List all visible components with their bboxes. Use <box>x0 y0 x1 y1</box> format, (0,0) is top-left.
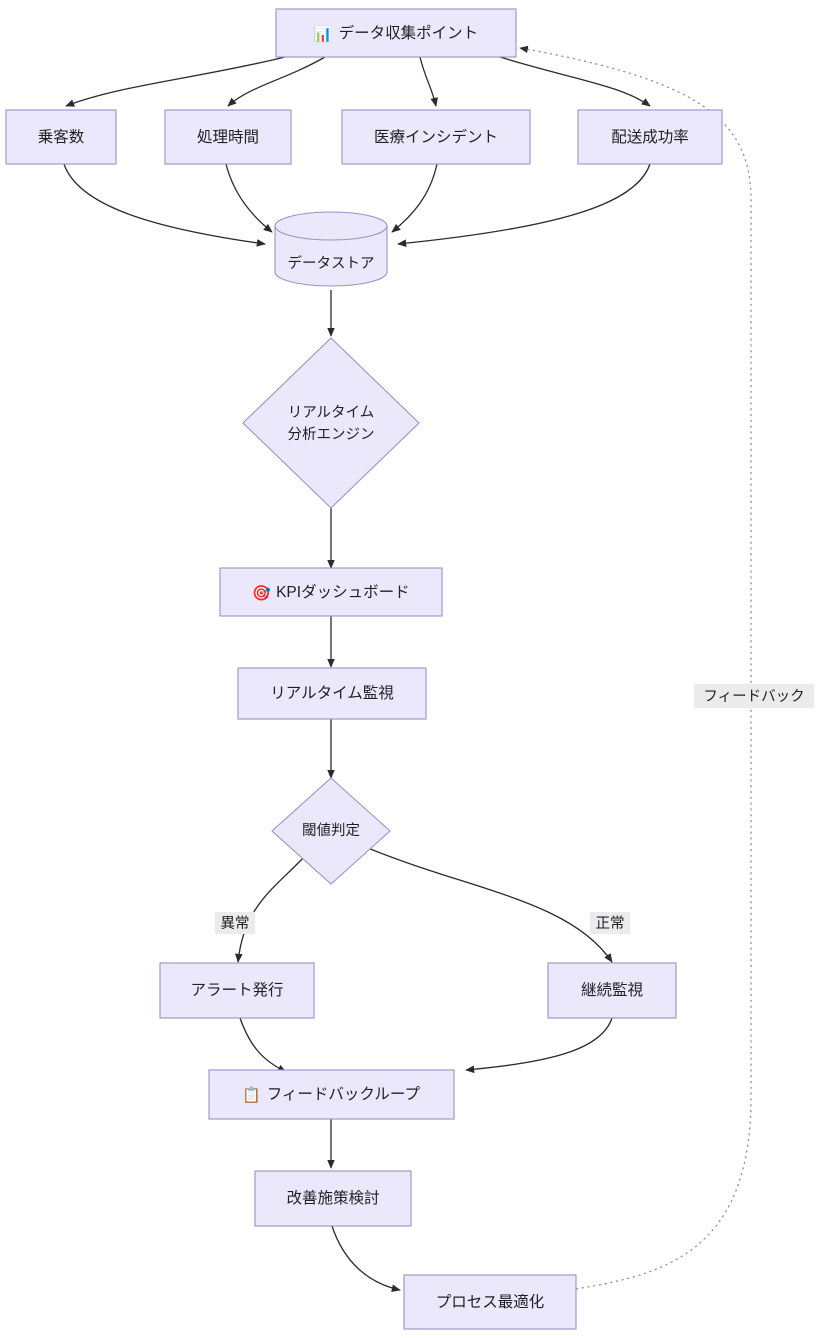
edge-passengers-to-datastore <box>63 163 266 247</box>
node-process-optimization-label: プロセス最適化 <box>436 1293 545 1311</box>
svg-text:🎯KPIダッシュボード: 🎯 KPIダッシュボード <box>252 583 409 601</box>
edge-medical-incident-to-datastore <box>391 163 438 233</box>
node-process-optimization[interactable]: プロセス最適化 <box>403 1274 577 1330</box>
node-continuous-monitoring[interactable]: 継続監視 <box>547 962 677 1019</box>
edge-collection-to-processing-time <box>227 56 326 107</box>
node-realtime-monitoring-label: リアルタイム監視 <box>270 684 394 702</box>
edge-processing-time-to-datastore <box>225 163 273 233</box>
node-continuous-monitoring-label: 継続監視 <box>581 981 644 999</box>
node-metric-passengers-label: 乗客数 <box>38 128 85 146</box>
dart-target-icon: 🎯 <box>252 584 271 602</box>
edge-delivery-rate-to-datastore <box>397 163 651 247</box>
edge-improvement-review-to-process-optimization <box>331 1225 401 1292</box>
clipboard-icon: 📋 <box>242 1086 261 1104</box>
node-metric-medical-incident-label: 医療インシデント <box>374 127 498 146</box>
node-improvement-review-label: 改善施策検討 <box>286 1189 379 1207</box>
node-feedback-loop-label: フィードバックループ <box>267 1085 421 1103</box>
edge-label-normal: 正常 <box>590 912 630 934</box>
bar-chart-icon: 📊 <box>314 25 333 43</box>
node-data-store[interactable]: データストア <box>274 211 388 287</box>
node-metric-delivery-rate-label: 配送成功率 <box>611 128 689 146</box>
edge-label-abnormal: 異常 <box>215 912 255 934</box>
edge-label-feedback-text: フィードバック <box>703 688 804 705</box>
node-analytics-engine-label-line2: 分析エンジン <box>288 426 375 443</box>
edge-threshold-to-alert-issue <box>235 855 306 963</box>
node-feedback-loop[interactable]: 📋 フィードバックループ <box>208 1069 455 1120</box>
edge-label-normal-text: 正常 <box>596 915 625 932</box>
edge-collection-to-passengers <box>65 56 286 107</box>
edge-continuous-monitoring-to-feedback-loop <box>465 1017 613 1074</box>
node-metric-delivery-rate[interactable]: 配送成功率 <box>577 109 723 165</box>
edge-threshold-to-continuous-monitoring <box>367 847 613 963</box>
node-analytics-engine[interactable]: リアルタイム 分析エンジン <box>242 337 420 509</box>
node-kpi-dashboard-label: KPIダッシュボード <box>276 583 409 601</box>
node-analytics-engine-label-line1: リアルタイム <box>288 404 375 421</box>
edge-collection-to-delivery-rate <box>499 56 651 107</box>
node-kpi-dashboard[interactable]: 🎯 KPIダッシュボード <box>219 567 443 617</box>
node-realtime-monitoring[interactable]: リアルタイム監視 <box>237 667 427 720</box>
edge-alert-issue-to-feedback-loop <box>239 1017 287 1073</box>
edge-label-abnormal-text: 異常 <box>221 915 250 932</box>
node-threshold-check[interactable]: 閾値判定 <box>271 777 391 885</box>
node-metric-processing-time[interactable]: 処理時間 <box>164 109 292 165</box>
edge-process-optimization-to-collection-point <box>519 45 752 1290</box>
edge-labels-layer: 異常 正常 フィードバック <box>215 684 814 934</box>
svg-text:📋フィードバックループ: 📋 フィードバックループ <box>242 1085 420 1103</box>
nodes-layer: 📊データ収集ポイント 乗客数 処理時間 医療インシデント 配送成功率 データスト <box>5 8 723 1330</box>
node-alert-issue[interactable]: アラート発行 <box>159 962 315 1019</box>
node-data-store-label: データストア <box>288 254 375 272</box>
node-threshold-check-label: 閾値判定 <box>302 822 360 839</box>
edge-collection-to-medical-incident <box>419 56 438 107</box>
node-collection-point-label: データ収集ポイント <box>339 23 479 42</box>
node-improvement-review[interactable]: 改善施策検討 <box>254 1170 412 1227</box>
edge-label-feedback: フィードバック <box>694 684 814 708</box>
node-metric-passengers[interactable]: 乗客数 <box>5 109 117 165</box>
node-collection-point[interactable]: 📊 データ収集ポイント <box>275 8 517 58</box>
node-metric-medical-incident[interactable]: 医療インシデント <box>341 109 531 165</box>
svg-text:📊データ収集ポイント: 📊 データ収集ポイント <box>314 23 478 42</box>
edges-layer <box>63 45 752 1292</box>
node-alert-issue-label: アラート発行 <box>190 981 283 999</box>
node-metric-processing-time-label: 処理時間 <box>197 128 259 146</box>
